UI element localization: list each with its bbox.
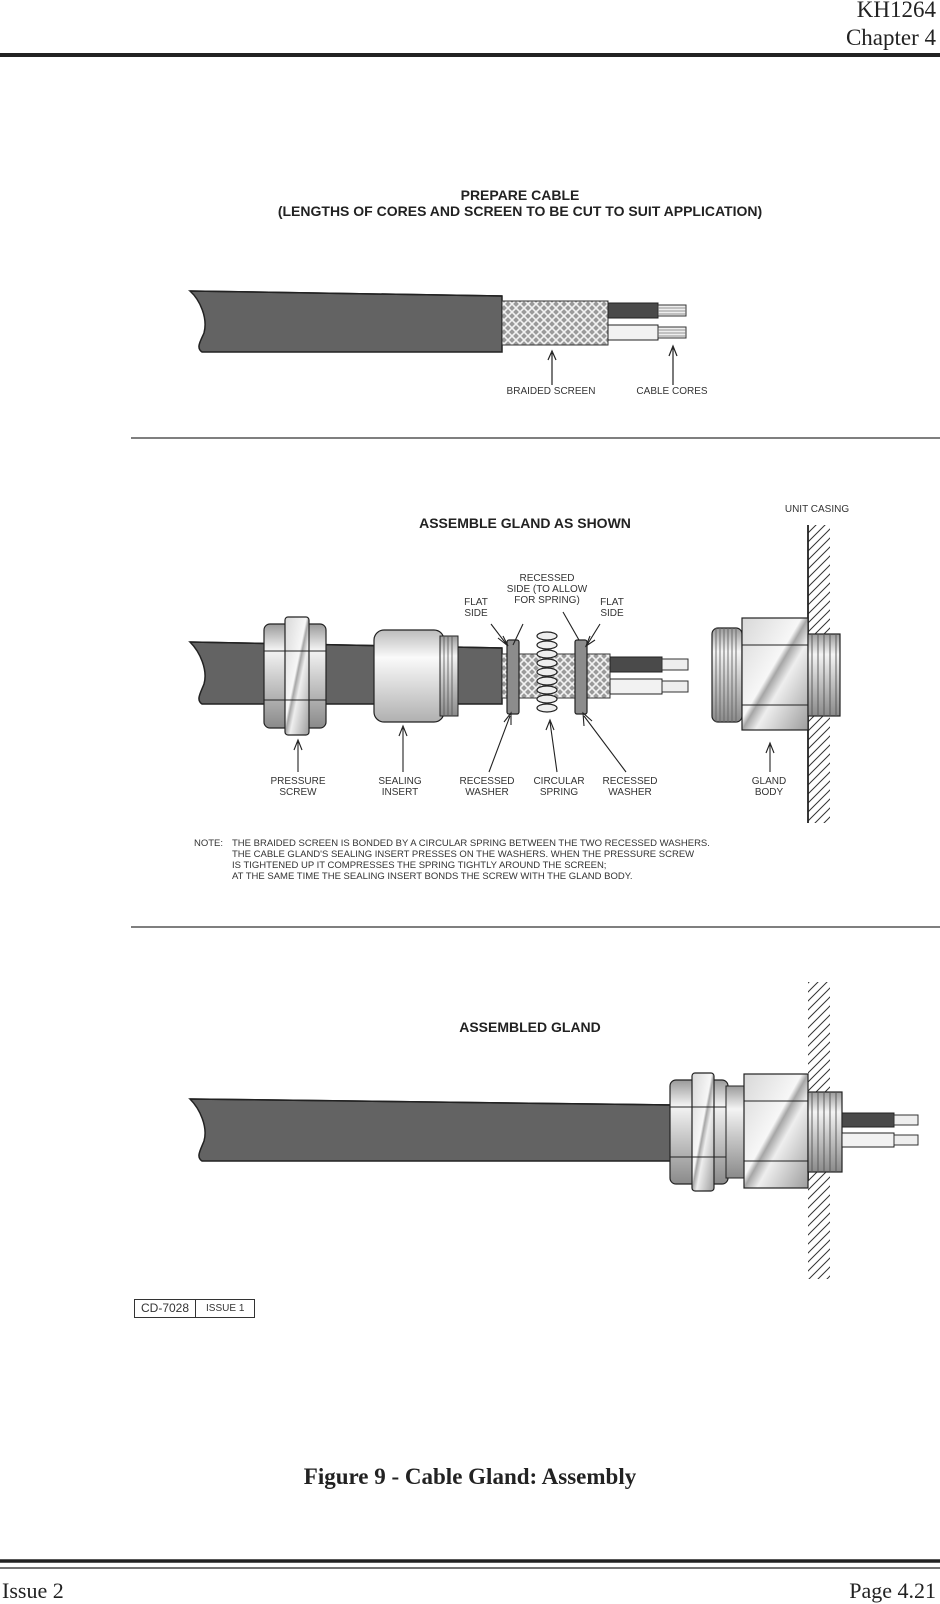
note-text: THE BRAIDED SCREEN IS BONDED BY A CIRCUL… [232,838,710,882]
pressure-screw-line2: SCREW [279,787,317,798]
sealing-insert-label: SEALING INSERT [378,776,421,798]
sealing-insert-line1: SEALING [378,776,422,787]
drawing-issue: ISSUE 1 [206,1303,245,1314]
circular-spring-label: CIRCULAR SPRING [533,776,584,798]
gland-body-line2: BODY [754,787,784,798]
footer-page: Page 4.21 [849,1578,936,1603]
note-line-1: THE BRAIDED SCREEN IS BONDED BY A CIRCUL… [232,838,710,849]
sealing-insert-line2: INSERT [381,787,419,798]
document-number: KH1264 [856,0,936,22]
prepare-cable-title: PREPARE CABLE (LENGTHS OF CORES AND SCRE… [230,187,810,219]
unit-casing-label: UNIT CASING [784,504,850,515]
recessed-washer-left-label: RECESSED WASHER [459,776,514,798]
note-line-3: IS TIGHTENED UP IT COMPRESSES THE SPRING… [232,860,607,871]
recessed-washer-right-line1: RECESSED [602,776,658,787]
flat-side-left-line2: SIDE [464,608,488,619]
gland-body-line1: GLAND [751,776,787,787]
flat-side-right-line2: SIDE [600,608,624,619]
assemble-gland-title: ASSEMBLE GLAND AS SHOWN [419,515,631,531]
recessed-side-line2: SIDE (TO ALLOW [506,584,588,595]
assembled-gland-illustration [188,982,919,1279]
recessed-washer-left-line1: RECESSED [459,776,515,787]
recessed-washer-right-label: RECESSED WASHER [602,776,657,798]
figure-caption: Figure 9 - Cable Gland: Assembly [303,1464,637,1489]
note-line-2: THE CABLE GLAND'S SEALING INSERT PRESSES… [232,849,695,860]
drawing-code: CD-7028 [135,1300,197,1317]
prepare-cable-title-line2: (LENGTHS OF CORES AND SCREEN TO BE CUT T… [277,203,763,219]
recessed-washer-right-line2: WASHER [608,787,652,798]
braided-screen-label: BRAIDED SCREEN [506,386,596,397]
recessed-side-line3: FOR SPRING) [514,595,580,606]
flat-side-left-line1: FLAT [464,597,488,608]
prepare-cable-title-line1: PREPARE CABLE [460,187,580,203]
cable-cores-label: CABLE CORES [636,386,708,397]
assembled-gland-title: ASSEMBLED GLAND [459,1019,601,1035]
flat-side-right-line1: FLAT [600,597,624,608]
gland-body-label: GLAND BODY [752,776,786,798]
note-line-4: AT THE SAME TIME THE SEALING INSERT BOND… [232,871,633,882]
circular-spring-line1: CIRCULAR [533,776,585,787]
recessed-side-line1: RECESSED [519,573,575,584]
drawing-id-box: CD-7028 ISSUE 1 [134,1299,256,1318]
recessed-washer-left-line2: WASHER [465,787,509,798]
note-label: NOTE: [194,838,224,849]
chapter-label: Chapter 4 [845,25,936,50]
prepared-cable-illustration [188,290,687,385]
circular-spring-line2: SPRING [539,787,579,798]
pressure-screw-line1: PRESSURE [270,776,326,787]
flat-side-left-label: FLAT SIDE [464,597,488,619]
header-rule [0,53,940,57]
flat-side-right-label: FLAT SIDE [600,597,624,619]
footer-issue: Issue 2 [2,1578,64,1603]
exploded-gland-illustration [188,525,841,823]
pressure-screw-label: PRESSURE SCREW [270,776,325,798]
recessed-side-label: RECESSED SIDE (TO ALLOW FOR SPRING) [507,573,587,606]
